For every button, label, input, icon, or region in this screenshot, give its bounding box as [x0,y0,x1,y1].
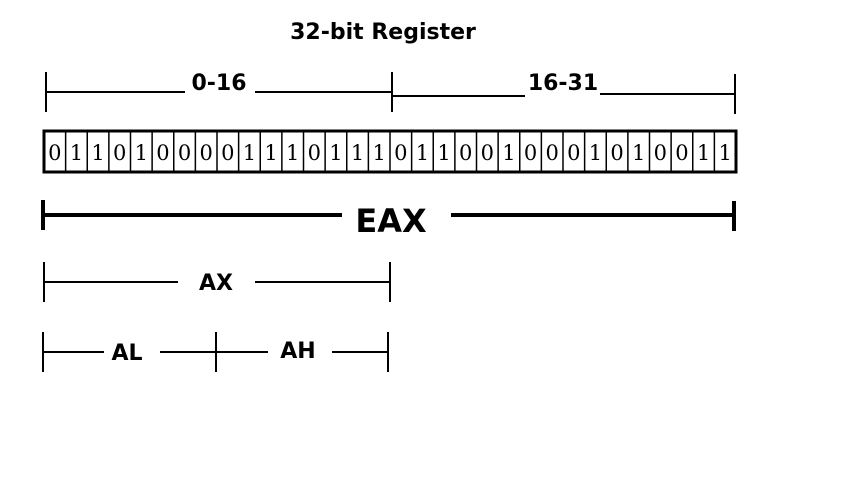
bit-cell: 1 [373,141,386,165]
register-label-eax: EAX [355,202,427,240]
bit-cell: 1 [264,141,277,165]
eax-bracket: EAX [41,200,736,240]
bit-cell: 0 [546,141,559,165]
bit-cell: 1 [286,141,299,165]
diagram-title: 32-bit Register [290,20,476,45]
bit-cell: 1 [632,141,645,165]
bit-cell: 0 [113,141,126,165]
bit-cell: 0 [459,141,472,165]
bit-cell: 1 [416,141,429,165]
bit-cell: 0 [610,141,623,165]
bit-cell: 0 [200,141,213,165]
bit-cell: 1 [437,141,450,165]
bit-cell: 0 [48,141,61,165]
bit-cell: 1 [351,141,364,165]
bit-cell: 1 [135,141,148,165]
bit-cell: 0 [156,141,169,165]
range-label-low: 0-16 [191,71,246,96]
register-label-ah: AH [280,339,315,364]
register-label-al: AL [111,341,142,366]
bit-cell: 1 [719,141,732,165]
ax-bracket: AX [43,262,391,302]
bit-cell: 0 [524,141,537,165]
bit-cell: 1 [589,141,602,165]
bit-cell: 1 [329,141,342,165]
bit-cell: 1 [70,141,83,165]
bit-cell: 1 [243,141,256,165]
bit-cell: 1 [91,141,104,165]
al-ah-bracket: AL AH [42,332,389,372]
bit-cell: 0 [567,141,580,165]
bit-cell: 0 [675,141,688,165]
range-label-high: 16-31 [528,71,598,96]
register-label-ax: AX [199,271,233,296]
bit-cell: 0 [394,141,407,165]
bit-cell: 1 [697,141,710,165]
bit-cell: 0 [308,141,321,165]
bit-cell: 0 [481,141,494,165]
range-bracket-low: 0-16 [45,71,392,112]
bit-cell: 1 [502,141,515,165]
range-bracket-high: 16-31 [392,71,736,114]
bit-cell: 0 [178,141,191,165]
bit-cell: 0 [654,141,667,165]
bit-cell: 0 [221,141,234,165]
